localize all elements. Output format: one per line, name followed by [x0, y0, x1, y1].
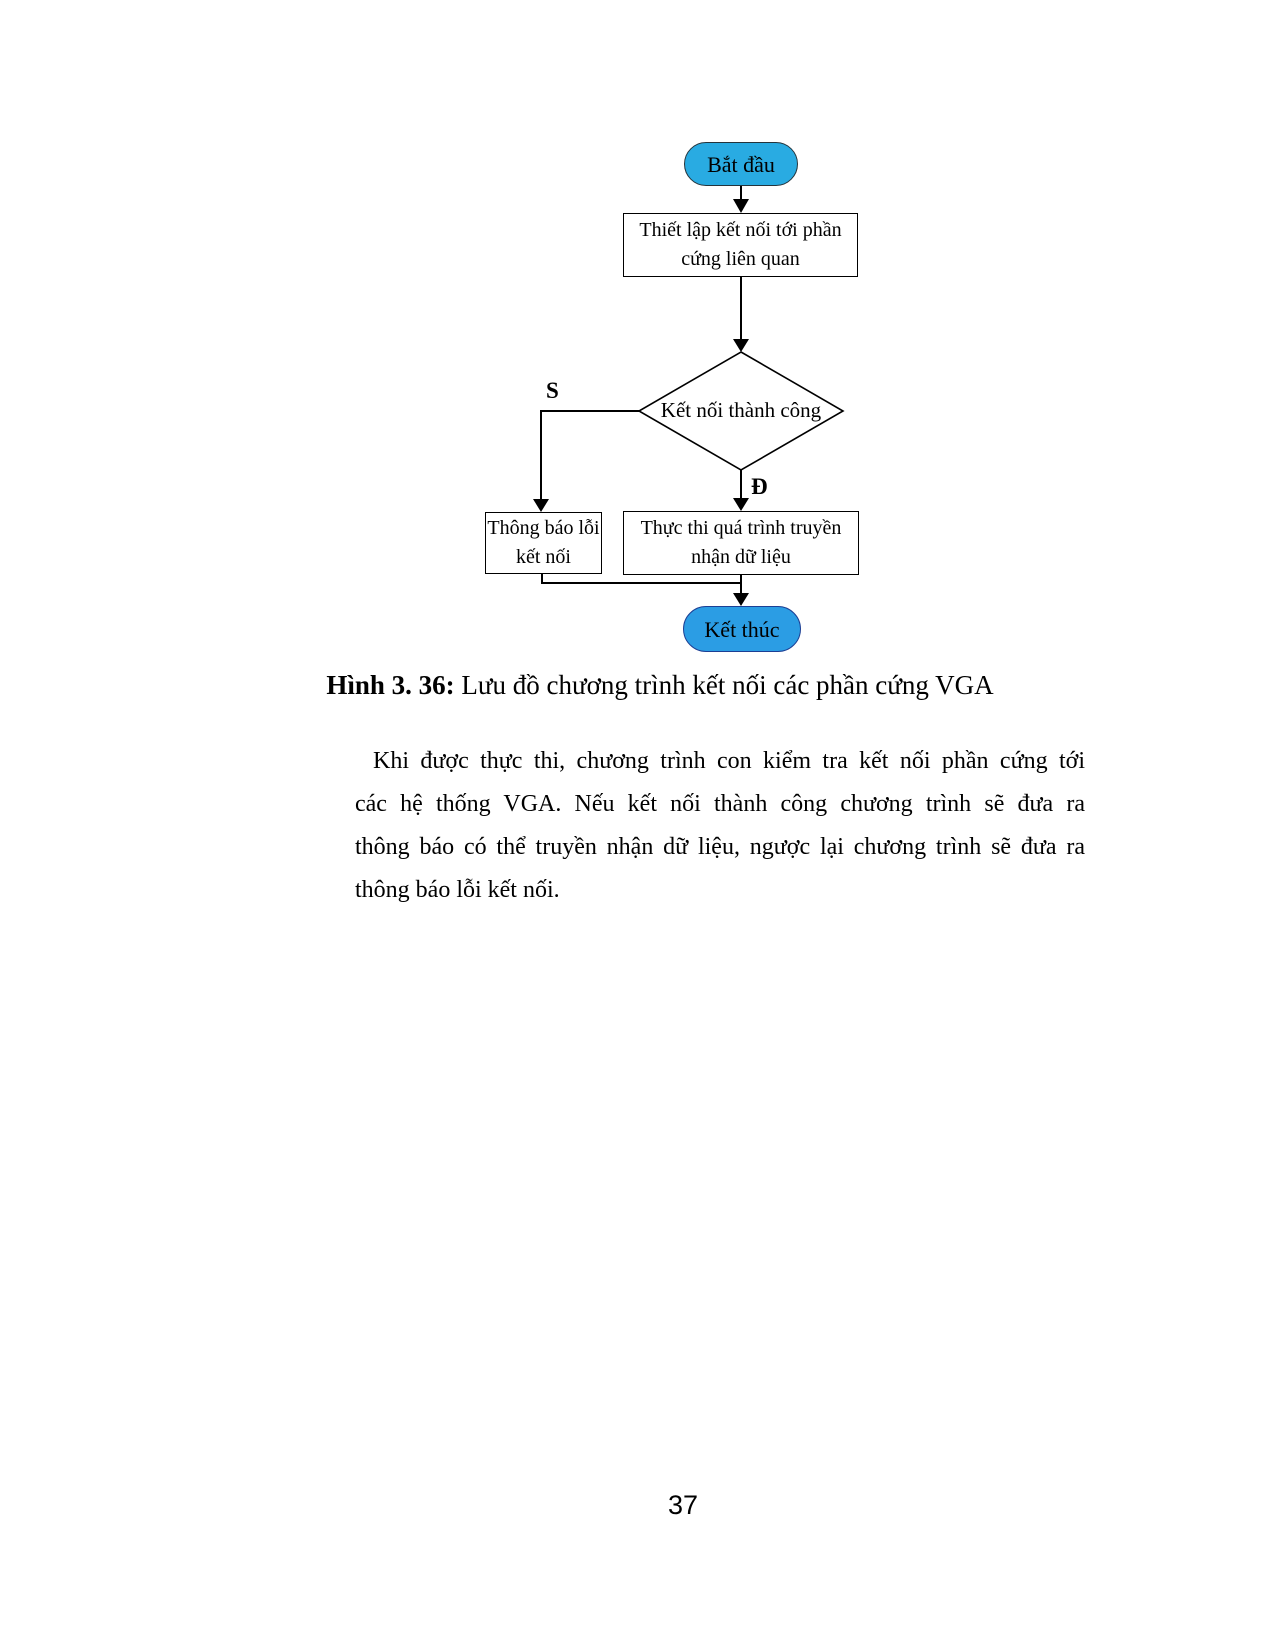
body-line: các hệ thống VGA. Nếu kết nối thành công…: [355, 791, 1085, 817]
branch-label-no: S: [546, 378, 559, 403]
error-box-line1: Thông báo lỗi: [487, 517, 600, 539]
figure-caption-text: Lưu đồ chương trình kết nối các phần cứn…: [461, 670, 994, 700]
branch-label-yes: Đ: [751, 474, 768, 499]
page-number: 37: [668, 1490, 699, 1520]
decision-label: Kết nối thành công: [660, 398, 822, 422]
connector-error-to-merge: [541, 574, 741, 584]
error-box-line2: kết nối: [516, 546, 571, 568]
body-line: Khi được thực thi, chương trình con kiểm…: [373, 748, 1085, 774]
step-box-setup-connection: Thiết lập kết nối tới phần cứng liên qua…: [623, 213, 858, 277]
connector-no-branch: [540, 410, 639, 500]
body-line: thông báo có thể truyền nhận dữ liệu, ng…: [355, 834, 1085, 860]
start-label: Bắt đầu: [707, 151, 775, 177]
body-paragraph: Khi được thực thi, chương trình con kiểm…: [355, 740, 1085, 912]
step-box-line2: cứng liên quan: [681, 248, 800, 270]
figure-caption: Hình 3. 36: Lưu đồ chương trình kết nối …: [0, 670, 1275, 701]
process-box: Thực thi quá trình truyền nhận dữ liệu: [623, 511, 859, 575]
step-box-line1: Thiết lập kết nối tới phần: [639, 219, 842, 241]
flowchart-end-node: Kết thúc: [683, 606, 801, 652]
arrowhead-decision: [733, 339, 749, 352]
process-box-line1: Thực thi quá trình truyền: [640, 517, 842, 539]
process-box-line2: nhận dữ liệu: [691, 546, 791, 568]
figure-caption-number: Hình 3. 36:: [326, 670, 455, 700]
flowchart-start-node: Bắt đầu: [684, 142, 798, 186]
arrowhead-process-box: [733, 498, 749, 511]
arrowhead-error-box: [533, 499, 549, 512]
arrowhead-step: [733, 199, 749, 213]
arrowhead-end: [733, 593, 749, 606]
error-box: Thông báo lỗi kết nối: [485, 512, 602, 574]
body-line: thông báo lỗi kết nối.: [355, 877, 560, 903]
end-label: Kết thúc: [704, 616, 780, 642]
